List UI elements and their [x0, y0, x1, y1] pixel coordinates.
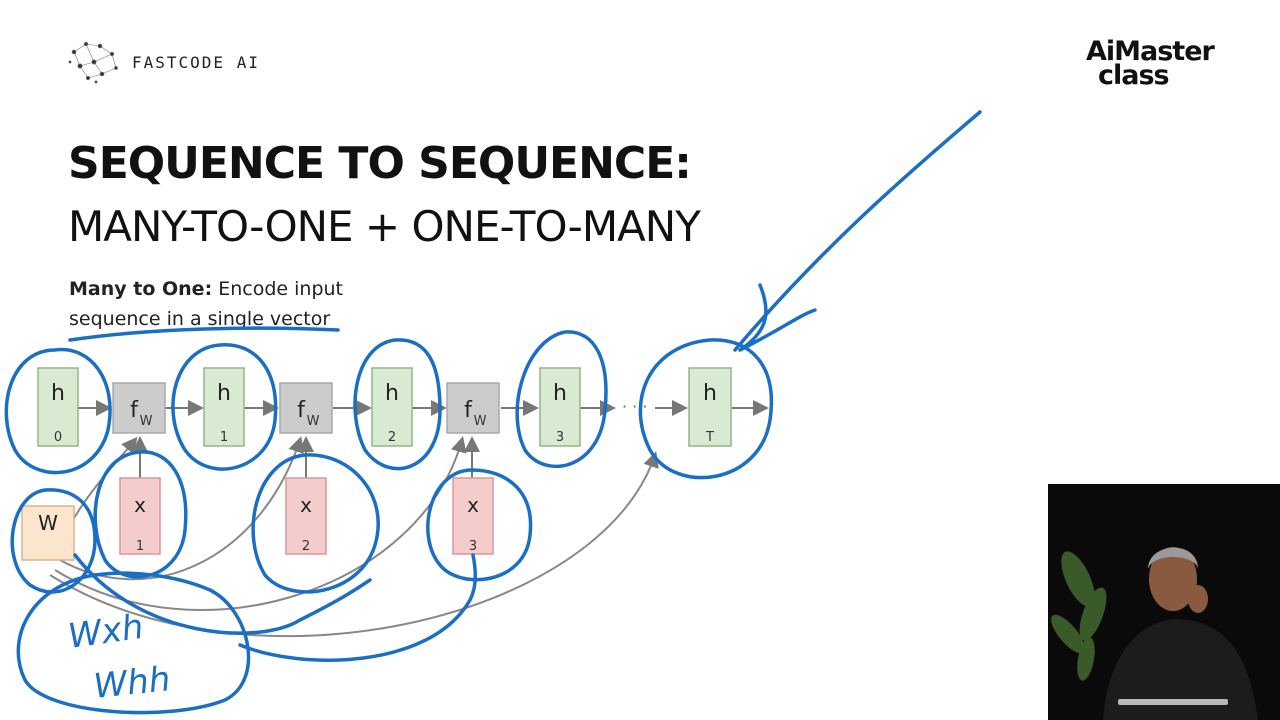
- function-box-2: f W: [279, 382, 333, 434]
- presenter-video: [1048, 484, 1280, 720]
- presenter-hair: [1148, 547, 1198, 569]
- desk-tablet: [1118, 699, 1228, 705]
- arrowhead-stroke: [738, 283, 817, 352]
- ellipsis: · · ·: [622, 397, 647, 416]
- circle-h3: [515, 330, 608, 469]
- logo-line-2: class: [1098, 60, 1170, 91]
- slide-description: Many to One: Encode input sequence in a …: [69, 274, 343, 334]
- circle-h1: [171, 343, 278, 471]
- function-box-3: f W: [446, 382, 500, 434]
- loop-stroke-2: [238, 553, 477, 662]
- circle-hT: [638, 338, 774, 480]
- slide-subtitle: MANY-TO-ONE + ONE-TO-MANY: [68, 202, 701, 251]
- underline-stroke: [68, 326, 340, 342]
- function-box-1: f W: [112, 382, 166, 434]
- x2-label: x: [300, 493, 312, 517]
- presenter-body: [1103, 619, 1258, 720]
- plant-icon: [1051, 551, 1107, 681]
- h1-label: h: [217, 381, 231, 406]
- f2-sub: W: [307, 414, 320, 429]
- h2-label: h: [385, 381, 399, 406]
- x1-label: x: [134, 493, 146, 517]
- weight-box: W: [21, 505, 75, 561]
- circle-x1: [93, 450, 188, 579]
- f1-label: f: [130, 398, 139, 423]
- h3-label: h: [553, 381, 567, 406]
- circle-h0: [4, 347, 112, 475]
- big-circle-annotation: [16, 571, 251, 715]
- weight-label: W: [38, 511, 58, 535]
- input-x1: x 1: [119, 477, 161, 555]
- x3-sub: 3: [469, 539, 477, 554]
- presenter-figure: [1048, 484, 1280, 720]
- x2-sub: 2: [302, 539, 310, 554]
- input-x2: x 2: [285, 477, 327, 555]
- big-pointer-arrow: [733, 110, 982, 352]
- loop-stroke: [73, 553, 372, 635]
- f1-sub: W: [140, 414, 153, 429]
- x1-sub: 1: [136, 539, 144, 554]
- h0-sub: 0: [54, 430, 62, 445]
- hT-sub: T: [705, 430, 714, 445]
- input-x3: x 3: [452, 477, 494, 555]
- h1-sub: 1: [220, 430, 228, 445]
- description-text-line2: sequence in a single vector: [69, 308, 331, 330]
- hidden-state-h1: h 1: [203, 367, 245, 447]
- circle-x2: [251, 453, 380, 594]
- logo-line-1: AiMaster: [1086, 36, 1215, 67]
- weight-curve-3: [54, 436, 467, 611]
- pen-annotations: [4, 110, 982, 715]
- brand-name: FASTCODE AI: [132, 52, 260, 72]
- description-text: Encode input: [212, 278, 343, 300]
- hidden-state-h0: h 0: [37, 367, 79, 447]
- hidden-state-hT: h T: [688, 367, 732, 447]
- fastcode-logo: FASTCODE AI: [66, 38, 260, 86]
- f2-label: f: [297, 398, 306, 423]
- presenter-hand: [1188, 585, 1208, 613]
- hT-label: h: [703, 381, 717, 406]
- circle-x3: [426, 468, 533, 582]
- h2-sub: 2: [388, 430, 396, 445]
- aimasterclass-logo: AiMaster class: [1086, 36, 1215, 91]
- circle-weight: [10, 488, 97, 594]
- weight-curve-4: [49, 451, 659, 637]
- handwriting-wxh: Wxh: [66, 607, 146, 657]
- f3-label: f: [464, 398, 473, 423]
- x3-label: x: [467, 493, 479, 517]
- h0-label: h: [51, 381, 65, 406]
- h3-sub: 3: [556, 430, 564, 445]
- hidden-state-h3: h 3: [539, 367, 581, 447]
- slide-title: SEQUENCE TO SEQUENCE:: [68, 138, 692, 189]
- network-brain-icon: [68, 41, 118, 84]
- presenter-head: [1149, 547, 1197, 611]
- f3-sub: W: [474, 414, 487, 429]
- circle-h2: [353, 338, 442, 471]
- handwriting-whh: Whh: [92, 659, 172, 707]
- description-label: Many to One:: [69, 278, 213, 300]
- hidden-state-h2: h 2: [371, 367, 413, 447]
